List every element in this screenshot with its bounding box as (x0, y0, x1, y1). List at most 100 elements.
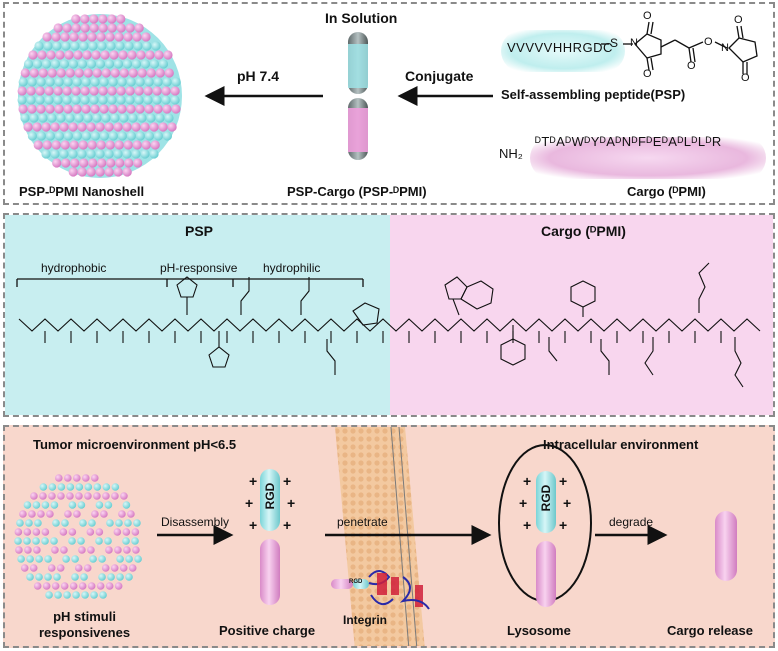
nanoshell-bead (32, 59, 43, 69)
sphere-bead (102, 483, 111, 491)
nanoshell-bead (144, 131, 155, 141)
rgd-label: RGD (263, 482, 277, 510)
nanoshell-bead (96, 140, 106, 150)
nanoshell-bead (52, 41, 62, 51)
nanoshell-bead (164, 113, 174, 123)
nanoshell-bead (52, 158, 62, 168)
sphere-bead (105, 582, 114, 590)
nanoshell-bead (117, 77, 127, 87)
nanoshell-bead (167, 122, 177, 132)
ph-7-4-label: pH 7.4 (237, 68, 280, 84)
nanoshell-bead (113, 149, 123, 159)
nanoshell-bead (143, 95, 153, 105)
nanoshell-bead (146, 68, 156, 78)
sphere-bead (48, 492, 56, 500)
sphere-bead (75, 483, 84, 491)
segment-hydrophobic: hydrophobic (41, 261, 107, 275)
sphere-bead (23, 528, 32, 536)
nanoshell-bead (51, 140, 61, 150)
cellular-panel: Tumor microenvironment pH<6.5 Intracellu… (3, 425, 775, 648)
nanoshell-bead (72, 131, 83, 141)
nanoshell-bead (104, 59, 115, 69)
nanoshell-bead (62, 95, 72, 105)
nanoshell-bead (65, 113, 75, 123)
sphere-bead (119, 564, 128, 572)
ph-stimuli-label: pH stimuli responsivenes (39, 609, 131, 640)
nanoshell-bead (26, 86, 36, 96)
sphere-bead (127, 510, 135, 518)
sphere-bead (118, 510, 126, 518)
nanoshell-bead (135, 131, 146, 141)
nanoshell-bead (36, 131, 47, 141)
nanoshell-bead (106, 41, 116, 51)
sphere-bead (74, 564, 83, 572)
sphere-bead (77, 537, 85, 545)
panel-title-in-solution: In Solution (325, 10, 398, 26)
nanoshell-bead (101, 68, 111, 78)
oxygen-atom: O (643, 10, 652, 22)
nanoshell-bead (100, 50, 110, 60)
sphere-bead (71, 573, 79, 581)
nanoshell-bead (127, 50, 137, 60)
nanoshell-bead (128, 68, 138, 78)
nanoshell-bead (77, 167, 87, 177)
nanoshell-bead (71, 95, 81, 105)
nanoshell-bead (110, 68, 120, 78)
nanoshell-bead (97, 158, 107, 168)
plus-sign: + (523, 473, 532, 489)
sphere-bead (55, 474, 63, 482)
sphere-bead (26, 555, 34, 563)
sphere-bead (20, 564, 29, 572)
sphere-bead (111, 483, 120, 491)
sphere-bead (32, 528, 41, 536)
nanoshell-bead (37, 50, 47, 60)
plus-sign: + (249, 517, 258, 533)
sphere-bead (91, 474, 99, 482)
nanoshell-bead (54, 104, 64, 114)
segment-hydrophilic: hydrophilic (263, 261, 321, 275)
nanoshell-bead (150, 140, 160, 150)
nanoshell-bead (77, 59, 88, 69)
sphere-bead (44, 573, 52, 581)
sphere-bead (77, 501, 86, 509)
sphere-bead (111, 492, 119, 500)
sphere-bead (114, 582, 123, 590)
nanoshell-bead (170, 86, 180, 96)
oxygen-atom: O (734, 14, 743, 26)
nanoshell-bead (131, 149, 141, 159)
nanoshell-bead (163, 50, 173, 60)
nanoshell-bead (54, 77, 64, 87)
nanoshell-sphere (17, 14, 182, 178)
nanoshell-bead (64, 50, 74, 60)
nanoshell-bead (140, 149, 150, 159)
sphere-bead (16, 519, 24, 527)
nanoshell-bead (113, 59, 124, 69)
peptide-backbone (18, 318, 761, 343)
sphere-bead (45, 591, 53, 599)
sphere-bead (51, 582, 60, 590)
nanoshell-bead (171, 104, 181, 114)
integrin-receptor (331, 570, 430, 610)
plus-sign: + (563, 495, 572, 511)
nanoshell-bead (60, 140, 70, 150)
sphere-bead (32, 537, 40, 545)
cargo-sequence: ᴰTᴰAᴰWᴰYᴰAᴰNᴰFᴰEᴰAᴰLᴰLᴰR (535, 134, 722, 149)
sphere-bead (62, 555, 70, 563)
sphere-bead (120, 492, 128, 500)
nanoshell-bead (98, 14, 108, 24)
sphere-bead (124, 519, 132, 527)
sphere-bead (116, 573, 124, 581)
sphere-bead (98, 555, 106, 563)
nanoshell-bead (136, 50, 146, 60)
psp-title: PSP (185, 223, 214, 239)
nanoshell-bead (146, 113, 156, 123)
nanoshell-bead (116, 14, 126, 24)
psp-blur-capsule (501, 30, 625, 72)
sphere-bead (99, 591, 107, 599)
nanoshell-bead (41, 122, 51, 132)
nanoshell-bead (36, 104, 46, 114)
nanoshell-bead (53, 95, 63, 105)
sphere-bead (87, 546, 95, 554)
nanoshell-bead (135, 104, 145, 114)
nanoshell-bead (151, 41, 161, 51)
